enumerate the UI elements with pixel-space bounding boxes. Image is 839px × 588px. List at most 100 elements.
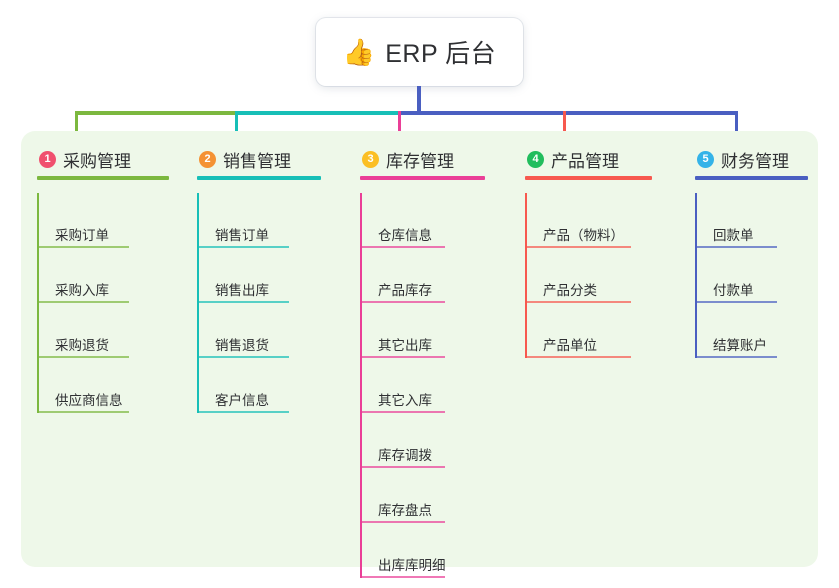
branch-item-rule	[360, 576, 445, 578]
branch-item-rule	[360, 301, 445, 303]
connector-bar-segment-1	[75, 111, 237, 115]
branch-item-rule	[37, 356, 129, 358]
branch-item-label: 产品分类	[543, 283, 597, 298]
branch-item[interactable]: 仓库信息	[360, 193, 485, 248]
branch-item[interactable]: 库存调拨	[360, 413, 485, 468]
branch-item-rule	[37, 301, 129, 303]
branch-item[interactable]: 其它入库	[360, 358, 485, 413]
branch-item[interactable]: 产品库存	[360, 248, 485, 303]
branch-item-label: 其它入库	[378, 393, 432, 408]
branch-badge-icon: 5	[697, 150, 714, 168]
branch-item-label: 产品库存	[378, 283, 432, 298]
branch-item-rule	[525, 301, 631, 303]
branch-item[interactable]: 付款单	[695, 248, 808, 303]
branch-item-rule	[197, 411, 289, 413]
branch-header-rule	[37, 176, 169, 180]
branch-trunk-line	[695, 193, 697, 358]
branch-item[interactable]: 客户信息	[197, 358, 321, 413]
branch-item-rule	[695, 301, 777, 303]
connector-bar-segment-4	[563, 111, 737, 115]
branch-badge-icon: 3	[362, 150, 379, 168]
branch-trunk-line	[360, 193, 362, 578]
branch-items: 产品（物料） 产品分类产品单位	[525, 193, 652, 358]
branch-title: 产品管理	[551, 151, 619, 171]
branch-item[interactable]: 采购退货	[37, 303, 169, 358]
branch-header-4[interactable]: 4 产品管理	[525, 145, 652, 173]
branch-item[interactable]: 产品（物料）	[525, 193, 652, 248]
branch-item-rule	[360, 521, 445, 523]
branch-trunk-line	[197, 193, 199, 413]
branch-item[interactable]: 供应商信息	[37, 358, 169, 413]
branch-item-rule	[695, 246, 777, 248]
branch-item-rule	[360, 246, 445, 248]
connector-bar-segment-3	[398, 111, 565, 115]
branch-item[interactable]: 其它出库	[360, 303, 485, 358]
branch-items: 回款单付款单结算账户	[695, 193, 808, 358]
branch-header-rule	[197, 176, 321, 180]
branch-item[interactable]: 销售订单	[197, 193, 321, 248]
branch-item[interactable]: 采购入库	[37, 248, 169, 303]
branch-trunk-line	[37, 193, 39, 413]
branch-item[interactable]: 结算账户	[695, 303, 808, 358]
branch-item-label: 销售出库	[215, 283, 269, 298]
branch-item-label: 采购入库	[55, 283, 109, 298]
branch-item-label: 客户信息	[215, 393, 269, 408]
branch-item-label: 产品单位	[543, 338, 597, 353]
branch-item-label: 库存调拨	[378, 448, 432, 463]
branch-header-3[interactable]: 3 库存管理	[360, 145, 485, 173]
branch-item-rule	[197, 246, 289, 248]
branch-items: 仓库信息产品库存其它出库其它入库库存调拨库存盘点出库库明细	[360, 193, 485, 578]
root-title: ERP 后台	[385, 40, 497, 68]
branch-item-label: 出库库明细	[378, 558, 446, 573]
branch-item-label: 销售订单	[215, 228, 269, 243]
branch-item-label: 付款单	[713, 283, 754, 298]
branch-item-rule	[360, 466, 445, 468]
branch-title: 销售管理	[223, 151, 291, 171]
branch-title: 采购管理	[63, 151, 131, 171]
branch-item-rule	[360, 356, 445, 358]
branch-title: 库存管理	[386, 151, 454, 171]
branch-item[interactable]: 库存盘点	[360, 468, 485, 523]
branch-item-label: 供应商信息	[55, 393, 123, 408]
branch-item-label: 库存盘点	[378, 503, 432, 518]
connector-bar-segment-2	[235, 111, 400, 115]
branch-item-label: 采购订单	[55, 228, 109, 243]
branch-item-rule	[197, 301, 289, 303]
branch-item[interactable]: 销售出库	[197, 248, 321, 303]
branch-item-rule	[360, 411, 445, 413]
thumbs-up-icon: 👍	[342, 37, 376, 67]
branch-column-4: 4 产品管理产品（物料） 产品分类产品单位	[525, 131, 652, 358]
branch-item[interactable]: 销售退货	[197, 303, 321, 358]
branch-item-label: 仓库信息	[378, 228, 432, 243]
branch-item-label: 采购退货	[55, 338, 109, 353]
branch-header-5[interactable]: 5 财务管理	[695, 145, 808, 173]
branch-item[interactable]: 产品分类	[525, 248, 652, 303]
branch-item-rule	[695, 356, 777, 358]
branch-item-label: 销售退货	[215, 338, 269, 353]
branch-item-rule	[197, 356, 289, 358]
branch-item[interactable]: 出库库明细	[360, 523, 485, 578]
branch-item-label: 回款单	[713, 228, 754, 243]
root-node[interactable]: 👍 ERP 后台	[316, 18, 523, 86]
branch-title: 财务管理	[721, 151, 789, 171]
branch-header-rule	[525, 176, 652, 180]
branch-item[interactable]: 产品单位	[525, 303, 652, 358]
branch-item[interactable]: 回款单	[695, 193, 808, 248]
branch-column-5: 5 财务管理回款单付款单结算账户	[695, 131, 808, 358]
branch-header-rule	[360, 176, 485, 180]
branch-trunk-line	[525, 193, 527, 358]
branch-items: 销售订单销售出库销售退货客户信息	[197, 193, 321, 413]
branch-item[interactable]: 采购订单	[37, 193, 169, 248]
branch-item-rule	[525, 356, 631, 358]
branch-item-rule	[37, 411, 129, 413]
branch-item-label: 结算账户	[713, 338, 767, 353]
branch-item-rule	[37, 246, 129, 248]
branch-items: 采购订单采购入库采购退货供应商信息	[37, 193, 169, 413]
branch-badge-icon: 4	[527, 150, 544, 168]
branch-header-rule	[695, 176, 808, 180]
